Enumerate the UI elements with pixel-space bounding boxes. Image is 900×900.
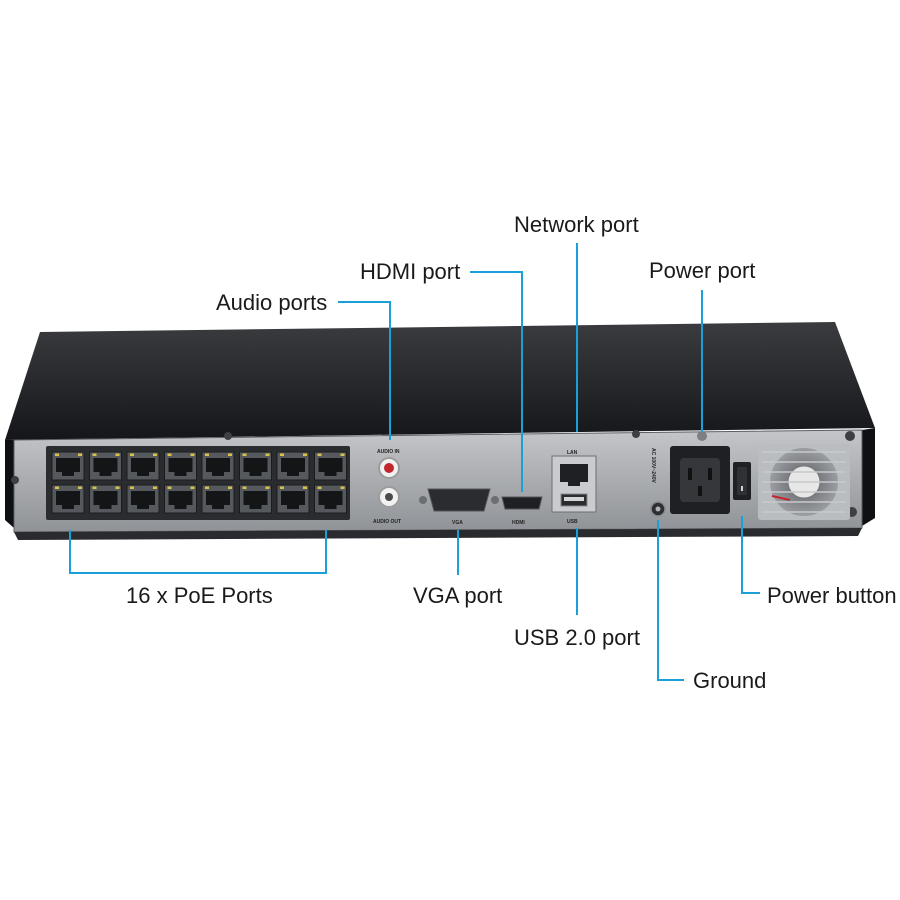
callout-hdmi-port: HDMI port xyxy=(360,259,461,284)
poe-port-socket xyxy=(243,491,268,509)
poe-port-socket xyxy=(318,458,343,476)
power-pin xyxy=(688,468,692,480)
inlet-screw xyxy=(697,431,707,441)
poe-port-socket xyxy=(56,458,80,476)
screw xyxy=(11,476,19,484)
poe-port-socket xyxy=(131,458,155,476)
poe-port-socket xyxy=(281,458,305,476)
vga-label: VGA xyxy=(452,520,463,526)
callout-audio-ports: Audio ports xyxy=(216,290,328,315)
audio-in-label: AUDIO IN xyxy=(377,449,400,455)
poe-port-led xyxy=(78,486,82,489)
poe-port-led xyxy=(55,453,59,456)
callout-power-port: Power port xyxy=(649,258,756,283)
callout-network-port: Network port xyxy=(514,212,639,237)
poe-port-led xyxy=(205,453,209,456)
audio-out-jack-core xyxy=(385,493,393,501)
poe-port-led xyxy=(317,486,322,489)
poe-port-led xyxy=(228,453,232,456)
poe-port-led xyxy=(130,486,134,489)
leader-audio-ports xyxy=(338,301,391,440)
callout-ground: Ground xyxy=(693,668,767,693)
poe-port-socket xyxy=(206,491,230,509)
chassis-left-side xyxy=(5,440,14,528)
poe-port-grid xyxy=(51,451,347,514)
screw xyxy=(845,431,855,441)
poe-port-led xyxy=(317,453,322,456)
poe-port-led xyxy=(205,486,209,489)
poe-port-led xyxy=(92,486,97,489)
fan-wire xyxy=(771,495,791,501)
hdmi-label: HDMI xyxy=(512,520,525,526)
poe-port-led xyxy=(340,453,345,456)
callout-vga-port: VGA port xyxy=(413,583,503,608)
power-switch-mark xyxy=(741,486,743,491)
poe-port-socket xyxy=(131,491,155,509)
poe-port-socket xyxy=(56,491,80,509)
callout-poe-ports: 16 x PoE Ports xyxy=(126,583,273,608)
poe-port-led xyxy=(153,486,157,489)
leader-hdmi-port xyxy=(470,271,523,492)
poe-port-led xyxy=(242,486,247,489)
lan-label: LAN xyxy=(567,450,578,456)
poe-port-socket xyxy=(243,458,268,476)
power-pin xyxy=(698,486,702,496)
power-switch-rocker xyxy=(737,467,747,495)
poe-port-socket xyxy=(93,458,118,476)
poe-port-led xyxy=(303,486,307,489)
poe-port-led xyxy=(167,486,172,489)
chassis-right-side xyxy=(862,428,875,526)
poe-port-led xyxy=(303,453,307,456)
fan-guard xyxy=(762,451,846,513)
leader-poe-ports xyxy=(69,530,327,574)
poe-port-led xyxy=(265,453,270,456)
poe-port-socket xyxy=(206,458,230,476)
poe-port-led xyxy=(115,453,120,456)
poe-port-socket xyxy=(168,491,193,509)
chassis-top xyxy=(5,322,875,440)
poe-port-led xyxy=(78,453,82,456)
vga-port xyxy=(427,488,491,512)
poe-port-led xyxy=(115,486,120,489)
chassis-bottom xyxy=(14,528,862,540)
audio-out-label: AUDIO OUT xyxy=(373,519,401,525)
leader-power-button xyxy=(741,516,760,594)
ac-input-label: AC 100V~240V xyxy=(650,448,656,484)
usb-port-tongue xyxy=(564,497,584,501)
callout-usb-port: USB 2.0 port xyxy=(514,625,640,650)
poe-port-led xyxy=(92,453,97,456)
poe-port-led xyxy=(340,486,345,489)
poe-port-led xyxy=(55,486,59,489)
poe-port-led xyxy=(190,453,195,456)
ground-terminal-center xyxy=(655,506,661,512)
usb-label: USB xyxy=(567,519,578,525)
power-pin xyxy=(708,468,712,480)
poe-port-led xyxy=(190,486,195,489)
screw xyxy=(632,430,640,438)
poe-port-led xyxy=(280,486,284,489)
poe-port-led xyxy=(280,453,284,456)
poe-port-led xyxy=(167,453,172,456)
hdmi-port xyxy=(501,496,543,510)
poe-port-led xyxy=(130,453,134,456)
poe-port-led xyxy=(153,453,157,456)
poe-port-socket xyxy=(281,491,305,509)
leader-ground xyxy=(657,520,684,681)
poe-port-socket xyxy=(168,458,193,476)
screw xyxy=(224,432,232,440)
poe-port-socket xyxy=(93,491,118,509)
poe-port-led xyxy=(265,486,270,489)
poe-port-led xyxy=(228,486,232,489)
callout-power-button: Power button xyxy=(767,583,897,608)
poe-port-led xyxy=(242,453,247,456)
leader-lines xyxy=(69,243,760,681)
lan-port xyxy=(560,464,588,486)
vga-screw xyxy=(419,496,427,504)
poe-port-socket xyxy=(318,491,343,509)
vga-screw xyxy=(491,496,499,504)
audio-in-jack-core xyxy=(384,463,394,473)
